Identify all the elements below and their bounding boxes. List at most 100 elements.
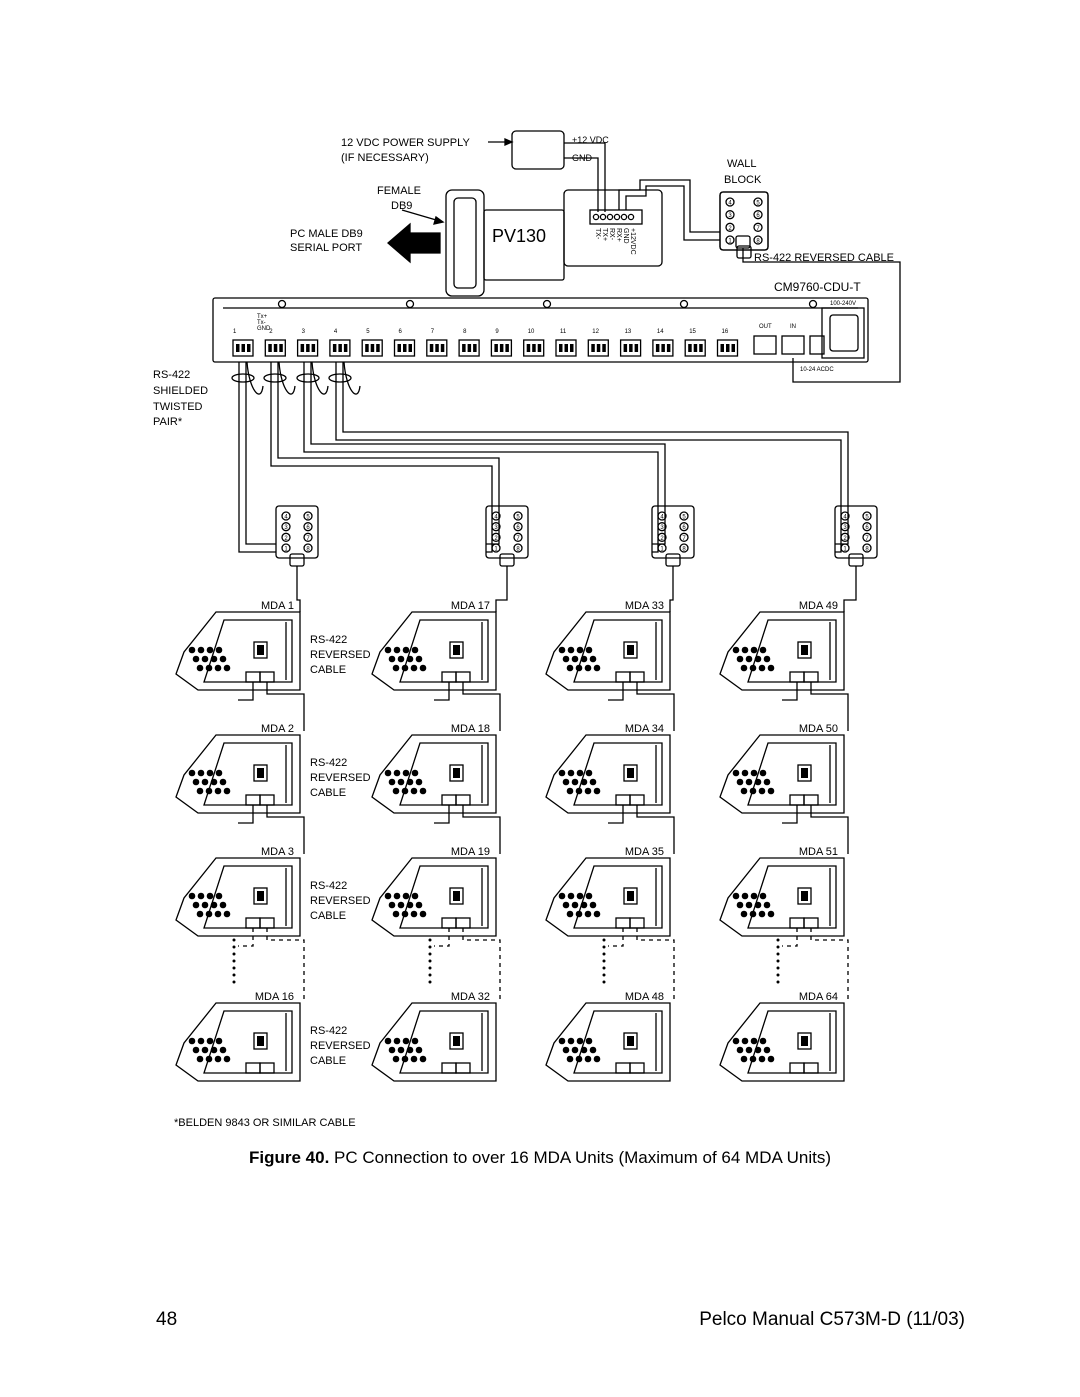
bnc-connector [401,910,409,918]
bnc-connector [388,901,396,909]
wall-block-jack [736,245,752,259]
cdu-port-connector [716,339,739,357]
rs422-shielded-1: RS-422 [153,369,190,381]
mda-chain-cable [266,805,305,854]
bnc-connector [736,778,744,786]
rs422-reversed-cable-label: CABLE [310,787,346,799]
bnc-connector [384,769,392,777]
mda-chain-cable [238,805,254,824]
ellipsis-dot [428,938,432,942]
bnc-connector [201,655,209,663]
wall-block-pin [491,532,501,542]
rs422-shielded-4: PAIR* [153,416,183,428]
bnc-connector [759,892,767,900]
port-pin [365,344,369,352]
wall-block-pin-number: 1 [843,547,847,553]
bnc-connector [205,787,213,795]
port-pin [629,344,633,352]
mda-com-jack [789,794,805,806]
ellipsis-dot [232,959,236,963]
port-pin [499,344,504,352]
wall-block-pin [491,543,501,553]
bnc-connector [558,646,566,654]
ellipsis-dot [776,959,780,963]
bnc-connector [397,655,405,663]
wall-block-pin [862,522,872,532]
bnc-connector [392,664,400,672]
mda-unit: MDA 2 [175,723,301,814]
bnc-connector [223,787,231,795]
bnc-connector [754,778,762,786]
bnc-connector [223,664,231,672]
mda-chain-cable [636,928,675,999]
bnc-connector [576,646,584,654]
bnc-connector [397,778,405,786]
mda-panel-inner [573,619,663,683]
pc-male-label-2: SERIAL PORT [290,242,362,254]
bnc-connector [196,664,204,672]
ellipsis-dot [232,952,236,956]
ellipsis-dot [428,966,432,970]
belden-note: *BELDEN 9843 OR SIMILAR CABLE [174,1117,356,1129]
wall-block-pin-number: 7 [516,536,520,542]
mda-panel [719,734,845,814]
bnc-connector [205,664,213,672]
bnc-connector [740,664,748,672]
wall-block-pin [281,522,291,532]
ellipsis-dot [602,938,606,942]
bnc-connector [758,787,766,795]
cdu-port-connector [587,339,609,357]
mda-chain-cable [608,682,624,701]
bnc-connector [740,1055,748,1063]
bnc-connector [192,1046,200,1054]
power-inlet-core [627,1036,634,1046]
bnc-connector [566,787,574,795]
cdu-port-connector [555,339,577,357]
port-pin [634,344,639,352]
power-inlet [253,764,268,782]
mda-panel [175,734,301,814]
wall-block-pin-number: 2 [494,536,498,542]
power-supply-label-2: (IF NECESSARY) [341,152,429,164]
bnc-connector [388,655,396,663]
figure-label: Figure 40. [249,1148,330,1167]
bnc-connector [567,769,575,777]
bnc-connector [593,910,601,918]
port-pin [403,344,407,352]
bnc-connector [419,910,427,918]
wall-block-pin [281,532,291,542]
port-pin [731,344,735,352]
mda-panel-inner [747,742,837,806]
wall-block-label-1: WALL [727,158,757,170]
bnc-connector [562,1046,570,1054]
bnc-connector [210,1046,218,1054]
bnc-connector [393,646,401,654]
port-pin [300,344,305,352]
bnc-connector [192,655,200,663]
wall-block-pin-number: 8 [865,547,869,553]
bnc-connector [415,901,423,909]
mda-label: MDA 34 [625,723,664,735]
bnc-connector [593,664,601,672]
wall-block-pin [491,522,501,532]
bnc-connector [585,1037,593,1045]
pin-tx-minus: Tx- [257,320,266,326]
power-inlet [797,887,812,905]
terminal-pin-label: TX- [594,228,601,240]
bnc-connector [759,769,767,777]
port-pin [241,344,245,352]
registered-mark-icon [277,299,287,309]
bnc-connector [188,1037,196,1045]
wall-block-pin [513,511,523,521]
mda-panel [545,1002,671,1082]
bnc-connector [745,655,753,663]
ellipsis-dot [602,980,606,984]
mda-feed-cable [843,566,857,612]
mda-unit: MDA 17 [371,600,497,691]
mda-com-jack [441,671,457,683]
bnc-connector [201,778,209,786]
mda-unit: MDA 33 [545,600,671,691]
